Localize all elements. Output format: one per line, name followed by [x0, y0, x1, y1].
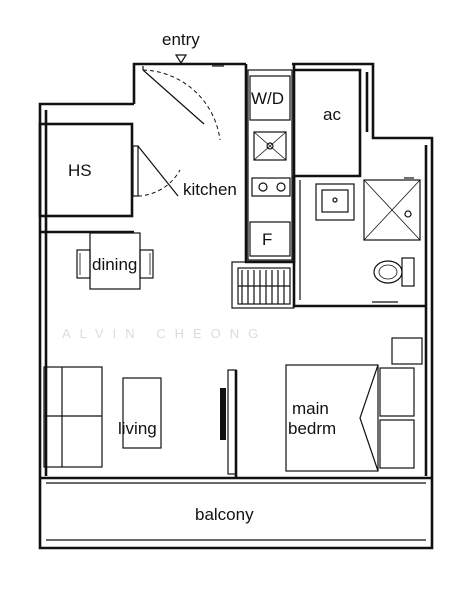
tv-console	[220, 369, 237, 475]
bed: main bedrm	[285, 364, 379, 472]
fridge-label: F	[262, 230, 272, 249]
watermark-text: ALVIN CHEONG	[62, 326, 267, 341]
hs-door	[132, 145, 181, 197]
entry-label: entry	[162, 30, 200, 49]
sofa	[43, 366, 103, 468]
entry-arrow-icon	[174, 54, 188, 65]
dining-table: dining	[76, 232, 154, 290]
kitchen-counter: W/D F	[244, 64, 296, 264]
balcony: balcony	[40, 476, 432, 541]
balcony-label: balcony	[195, 505, 254, 524]
coffee-table	[122, 377, 162, 449]
bedroom-label-2: bedrm	[288, 419, 336, 438]
kitchen-cabinet	[231, 261, 295, 309]
entry-door	[142, 65, 224, 141]
bathroom	[292, 176, 426, 308]
wd-label: W/D	[251, 89, 284, 108]
ac-label: ac	[323, 105, 341, 124]
wardrobe	[379, 337, 423, 469]
kitchen-label: kitchen	[183, 180, 237, 199]
bedroom-label-1: main	[292, 399, 329, 418]
ac-ledge: ac	[294, 68, 362, 178]
hs-label: HS	[68, 161, 92, 180]
dining-label: dining	[92, 255, 137, 274]
hs-room: HS	[38, 122, 134, 218]
living-label: living	[118, 419, 157, 438]
